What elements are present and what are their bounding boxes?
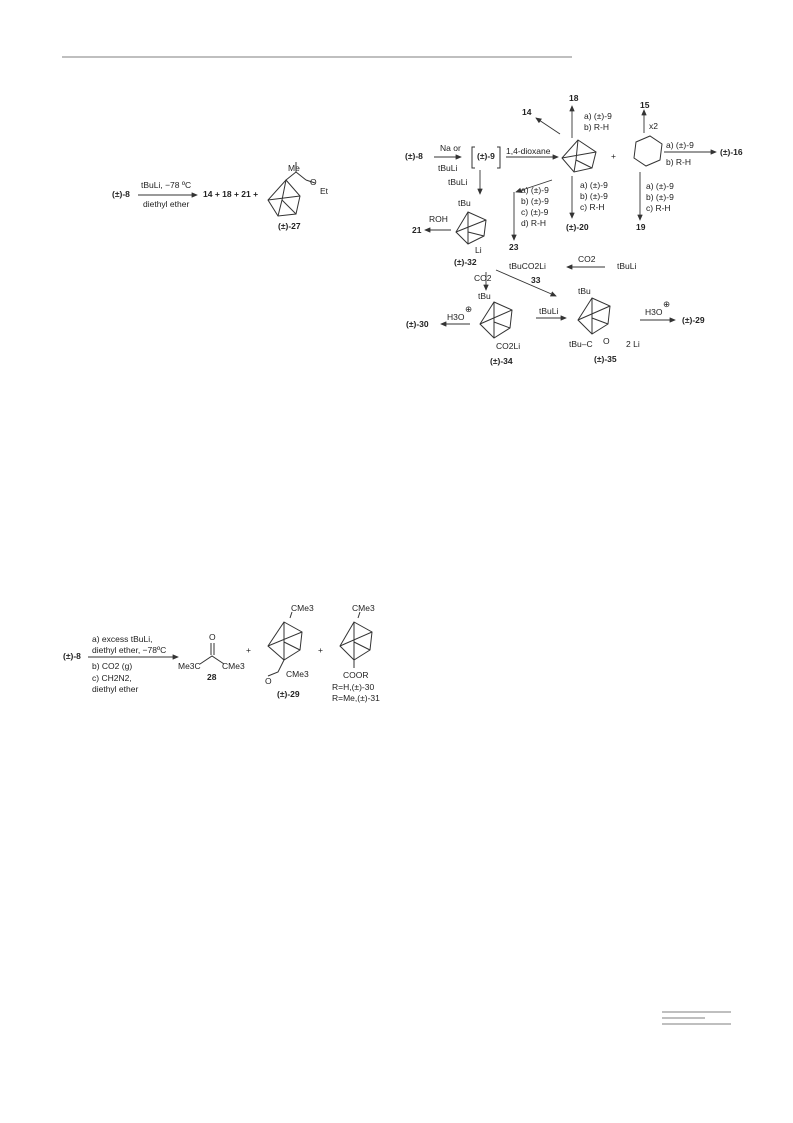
tbuco2li-label: tBuCO2Li: [509, 261, 546, 271]
compound-30: (±)-30: [406, 319, 429, 329]
intermediate-label: (±)-9: [477, 151, 495, 161]
tbu-35: tBu: [578, 286, 591, 296]
h3o-left: H3O: [447, 312, 465, 322]
ketone-right: CMe3: [222, 661, 245, 671]
h3o-right: H3O: [645, 307, 663, 317]
product-list: 14 + 18 + 21 +: [203, 189, 259, 199]
compound-28: 28: [207, 672, 217, 682]
compound-32: (±)-32: [454, 257, 477, 267]
condition-above: tBuLi, −78 ºC: [141, 180, 192, 190]
step-c2: diethyl ether: [92, 684, 139, 694]
co2-left: CO2: [474, 273, 492, 283]
compound-34: (±)-34: [490, 356, 513, 366]
coor-label: COOR: [343, 670, 369, 680]
compound-21: 21: [412, 225, 422, 235]
tbuli-right: tBuLi: [617, 261, 637, 271]
o-minus-label: O: [603, 336, 610, 346]
cage-27: [267, 162, 316, 217]
dioxane-label: 1,4-dioxane: [506, 146, 551, 156]
compound-19: 19: [636, 222, 646, 232]
reactant-label: (±)-8: [112, 189, 130, 199]
compound-14: 14: [522, 107, 532, 117]
cage-center: [561, 139, 597, 173]
condition-below: diethyl ether: [143, 199, 190, 209]
substituent-me: Me: [288, 163, 300, 173]
plus-charge-icon-2: ⊕: [663, 299, 671, 309]
cond-r-b: b) (±)-9: [646, 192, 674, 202]
tbu-34: tBu: [478, 291, 491, 301]
plus-2: +: [318, 645, 323, 655]
plus-charge-icon: ⊕: [465, 304, 473, 314]
ketone2-o: O: [265, 676, 272, 686]
tbuli-arrow-label: tBuLi: [539, 306, 559, 316]
substituent-et: Et: [320, 186, 329, 196]
roh-label: ROH: [429, 214, 448, 224]
compound-18: 18: [569, 93, 579, 103]
li-label: Li: [475, 245, 482, 255]
tbuli-label: tBuLi: [438, 163, 458, 173]
cond-right-a: a) (±)-9: [666, 140, 694, 150]
cage-34: [479, 301, 513, 339]
two-li-label: 2 Li: [626, 339, 640, 349]
cage-30: [339, 611, 373, 668]
ketone-o: O: [209, 632, 216, 642]
cage-32: [455, 211, 487, 245]
cond-m-b: b) (±)-9: [580, 191, 608, 201]
cage-29: [267, 611, 303, 677]
reactant-label-bottom: (±)-8: [63, 651, 81, 661]
cond-ab1b: b) R-H: [584, 122, 610, 132]
x2-label: x2: [649, 121, 658, 131]
compound-29: (±)-29: [682, 315, 705, 325]
cond-d-c: c) (±)-9: [521, 207, 549, 217]
compound-33: 33: [531, 275, 541, 285]
cond-r-a: a) (±)-9: [646, 181, 674, 191]
cage-35: [577, 297, 611, 335]
compound-29-bottom: (±)-29: [277, 689, 300, 699]
r-line-1: R=H,(±)-30: [332, 682, 375, 692]
step-a2: diethyl ether, −78ºC: [92, 645, 167, 655]
na-or-label: Na or: [440, 143, 461, 153]
tbuli-down-label: tBuLi: [448, 177, 468, 187]
plus-sign: +: [611, 151, 616, 161]
compound-label: (±)-27: [278, 221, 301, 231]
cond-d-b: b) (±)-9: [521, 196, 549, 206]
compound-35: (±)-35: [594, 354, 617, 364]
step-b: b) CO2 (g): [92, 661, 133, 671]
compound-15: 15: [640, 100, 650, 110]
step-a: a) excess tBuLi,: [92, 634, 153, 644]
cme3-a: CMe3: [291, 603, 314, 613]
tbu-32: tBu: [458, 198, 471, 208]
cond-m-c: c) R-H: [580, 202, 605, 212]
cond-d-d: d) R-H: [521, 218, 547, 228]
start-label: (±)-8: [405, 151, 423, 161]
substituent-o: O: [310, 177, 317, 187]
compound-16: (±)-16: [720, 147, 743, 157]
cme3-b: CMe3: [352, 603, 375, 613]
ketone-left: Me3C: [178, 661, 201, 671]
plus-1: +: [246, 645, 251, 655]
cond-m-a: a) (±)-9: [580, 180, 608, 190]
co2-mid: CO2: [578, 254, 596, 264]
cond-right-b: b) R-H: [666, 157, 692, 167]
cond-r-c: c) R-H: [646, 203, 671, 213]
step-c: c) CH2N2,: [92, 673, 132, 683]
co2li-label: CO2Li: [496, 341, 521, 351]
dioxane-ring: [633, 135, 663, 167]
compound-20: (±)-20: [566, 222, 589, 232]
cond-ab1: a) (±)-9: [584, 111, 612, 121]
ketone2-me: CMe3: [286, 669, 309, 679]
ketone-28: [199, 643, 225, 665]
cond-d-a: a) (±)-9: [521, 185, 549, 195]
compound-23: 23: [509, 242, 519, 252]
tbu-c-label: tBu–C: [569, 339, 593, 349]
r-line-2: R=Me,(±)-31: [332, 693, 380, 703]
